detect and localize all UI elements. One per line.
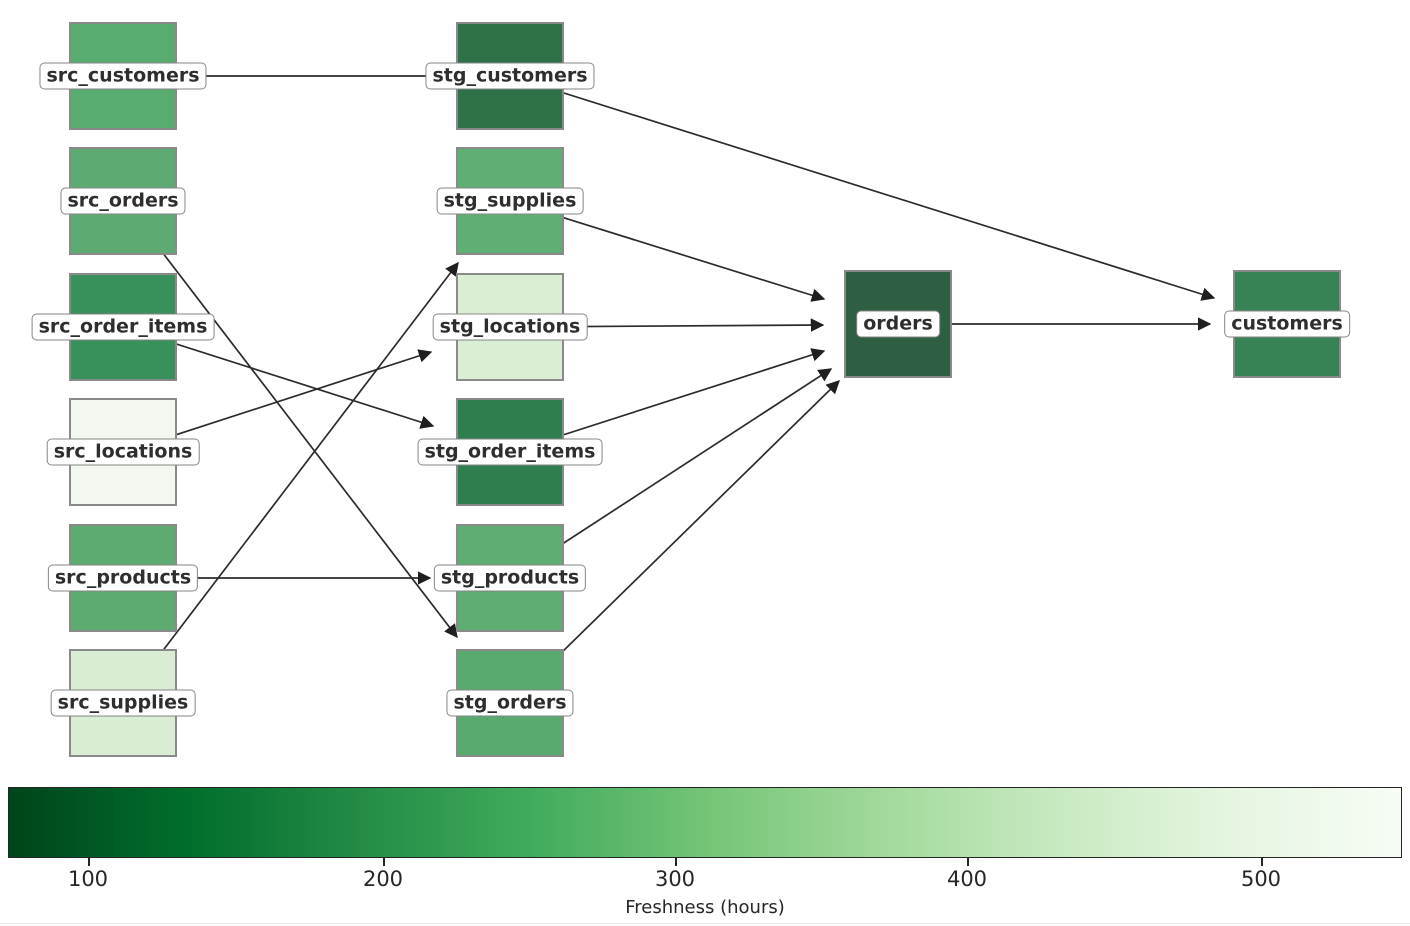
colorbar-ticklabel-400: 400 — [946, 867, 988, 891]
node-label-stg_products: stg_products — [433, 564, 587, 592]
node-label-stg_customers: stg_customers — [425, 62, 595, 90]
colorbar-axis-label: Freshness (hours) — [625, 897, 785, 918]
node-label-orders: orders — [856, 310, 940, 338]
colorbar-tickmark-100 — [88, 858, 90, 866]
colorbar-ticklabel-300: 300 — [654, 867, 696, 891]
edge-src_supplies-to-stg_supplies — [122, 261, 459, 704]
node-label-src_supplies: src_supplies — [50, 689, 196, 717]
node-label-src_locations: src_locations — [46, 438, 200, 466]
colorbar-tickmark-500 — [1261, 858, 1263, 866]
node-label-stg_order_items: stg_order_items — [417, 438, 603, 466]
colorbar-tickmark-300 — [675, 858, 677, 866]
figure-bottom-rule — [0, 923, 1410, 924]
edge-src_orders-to-stg_orders — [122, 200, 458, 639]
colorbar-tickmark-200 — [383, 858, 385, 866]
colorbar-ticklabel-100: 100 — [67, 867, 109, 891]
node-label-customers: customers — [1224, 310, 1350, 338]
edge-stg_customers-to-customers — [509, 75, 1216, 301]
node-label-src_order_items: src_order_items — [31, 313, 215, 341]
node-label-stg_orders: stg_orders — [446, 689, 574, 717]
node-label-stg_supplies: stg_supplies — [436, 187, 584, 215]
colorbar-ticklabel-500: 500 — [1240, 867, 1282, 891]
colorbar-tickmark-400 — [967, 858, 969, 866]
edge-stg_orders-to-orders — [509, 380, 840, 704]
node-label-src_customers: src_customers — [39, 62, 207, 90]
node-label-stg_locations: stg_locations — [432, 313, 588, 341]
colorbar-ticklabel-200: 200 — [362, 867, 404, 891]
node-label-src_orders: src_orders — [60, 187, 186, 215]
node-label-src_products: src_products — [47, 564, 199, 592]
colorbar — [8, 787, 1402, 858]
